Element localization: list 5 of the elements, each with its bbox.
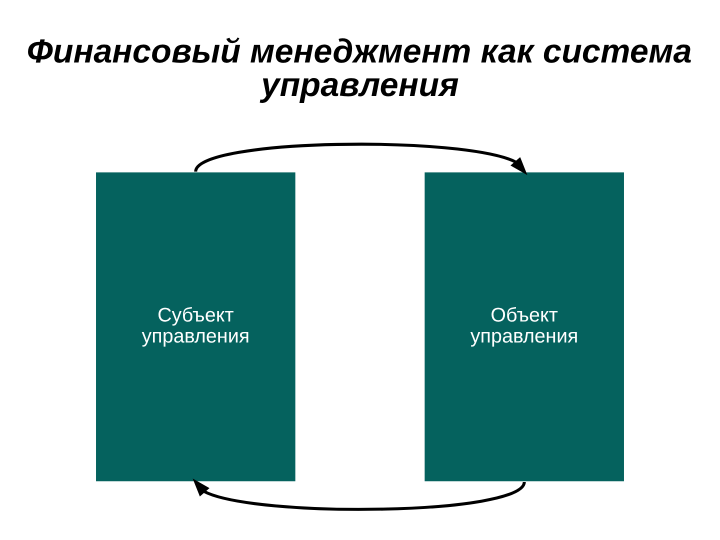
diagram-title: Финансовый менеджмент как система управления — [26, 32, 692, 104]
arrow — [192, 478, 526, 510]
node-box: Объект управления — [424, 172, 624, 481]
node-box: Субъект управления — [96, 172, 296, 481]
arrow — [194, 142, 528, 175]
